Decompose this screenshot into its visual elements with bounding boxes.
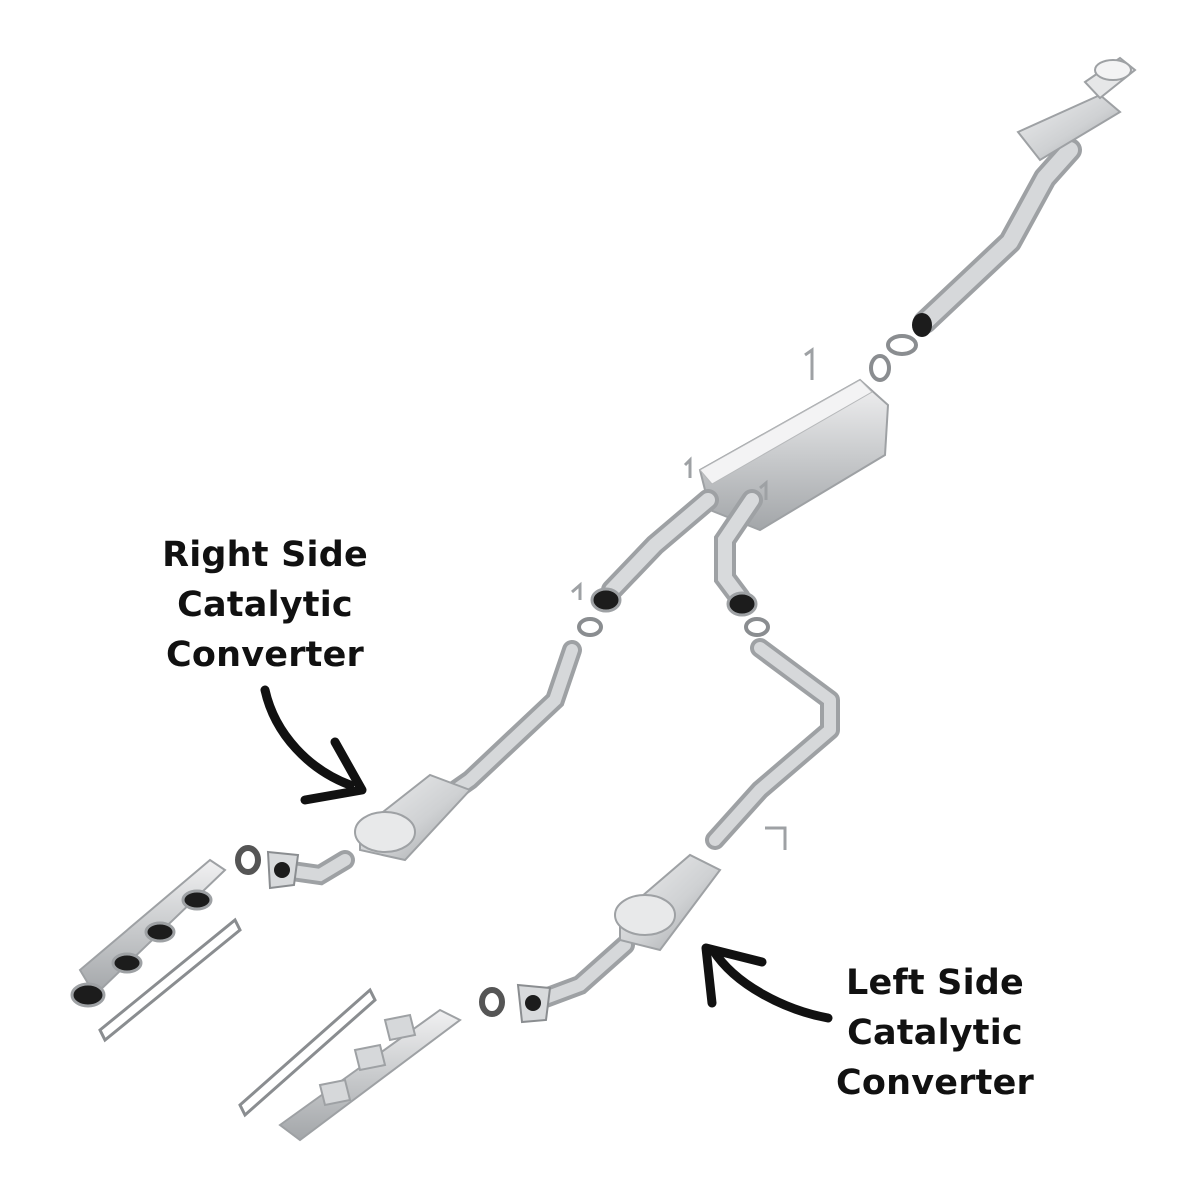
tailpipe-assembly xyxy=(912,56,1137,337)
left-exhaust-manifold xyxy=(238,987,462,1142)
right-exhaust-manifold xyxy=(70,858,242,1043)
right-callout-arrow xyxy=(260,685,367,805)
left-side-pipe xyxy=(530,638,840,1010)
right-side-catalytic-converter-label: Right Side Catalytic Converter xyxy=(140,530,390,680)
left-flange xyxy=(479,983,552,1024)
mid-gaskets xyxy=(577,617,770,637)
left-label-line1: Left Side xyxy=(846,963,1024,1003)
left-callout-arrow xyxy=(701,943,833,1023)
right-flange xyxy=(235,845,300,890)
left-side-catalytic-converter-label: Left Side Catalytic Converter xyxy=(805,958,1065,1108)
left-catalytic-converter xyxy=(614,853,722,952)
right-side-pipe xyxy=(275,640,582,886)
left-label-line2: Catalytic xyxy=(847,1013,1023,1053)
right-label-line1: Right Side xyxy=(162,535,368,575)
y-pipe xyxy=(571,489,763,617)
right-catalytic-converter xyxy=(354,773,472,862)
right-label-line3: Converter xyxy=(166,635,364,675)
clamp-and-gasket xyxy=(869,334,918,382)
right-label-line2: Catalytic xyxy=(177,585,353,625)
left-label-line3: Converter xyxy=(836,1063,1034,1103)
